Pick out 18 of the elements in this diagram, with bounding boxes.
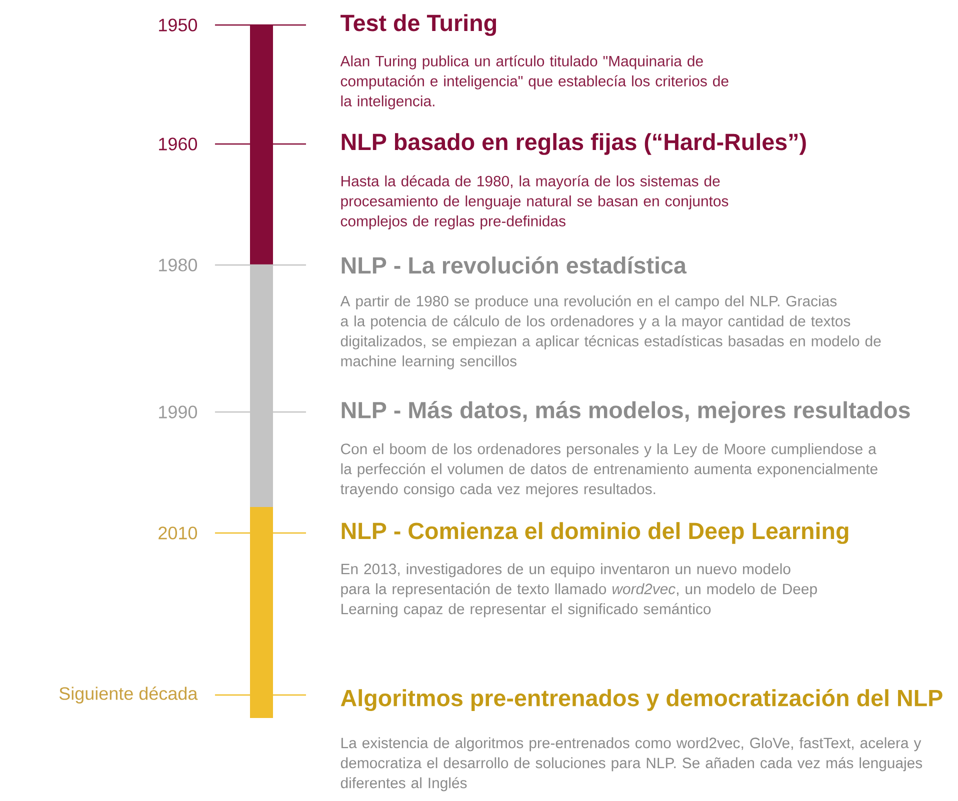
year-label: 1990 <box>159 406 198 418</box>
description-text: En 2013, investigadores de un equipo inventaron un nuevo modelo para la representación de texto llamado word2vec, un modelo de Deep Learning capaz de representar el significado semántico <box>341 563 817 618</box>
timeline-heading: NLP basado en reglas fijas (“Hard-Rules”) <box>342 133 806 155</box>
timeline-heading: Test de Turing <box>340 14 496 36</box>
year-label: 1950 <box>159 18 198 32</box>
timeline-heading: NLP - La revolución estadística <box>342 256 687 274</box>
description-text: La existencia de algoritmos pre-entrenados como word2vec, GloVe, fastText, acelera y democratiza el desarrollo de soluciones para NLP. Se añaden cada vez más lenguajes diferentes al Inglés <box>340 737 922 792</box>
timeline-heading: NLP - Comienza el dominio del Deep Learning <box>342 522 848 544</box>
description-text: A partir de 1980 se produce una revolución en el campo del NLP. Gracias a la potencia de cálculo de los ordenadores y a la mayor cantidad de textos digitalizados, se empiezan a aplicar técnicas estadísticas basadas en modelo de machine learning sencillos <box>340 295 881 370</box>
timeline-heading: Algoritmos pre-entrenados y democratización del NLP <box>340 688 942 712</box>
year-label: 2010 <box>158 526 198 540</box>
year-label: Siguiente década <box>59 686 198 704</box>
description-text: Con el boom de los ordenadores personales y la Ley de Moore cumpliendose a la perfección el volumen de datos de entrenamiento aumenta exponencialmente trayendo consigo cada vez mejores resultados. <box>340 443 878 498</box>
timeline-heading: NLP - Más datos, más modelos, mejores resultados <box>342 401 910 423</box>
description-text: Hasta la década de 1980, la mayoría de los sistemas de procesamiento de lenguaje natural se basan en conjuntos complejos de reglas pre-definidas <box>340 175 728 230</box>
year-label: 1980 <box>159 258 198 272</box>
description-text: Alan Turing publica un artículo titulado "Maquinaria de computación e inteligencia" que establecía los criterios de la inteligencia. <box>340 55 728 110</box>
year-label: 1960 <box>159 138 198 150</box>
